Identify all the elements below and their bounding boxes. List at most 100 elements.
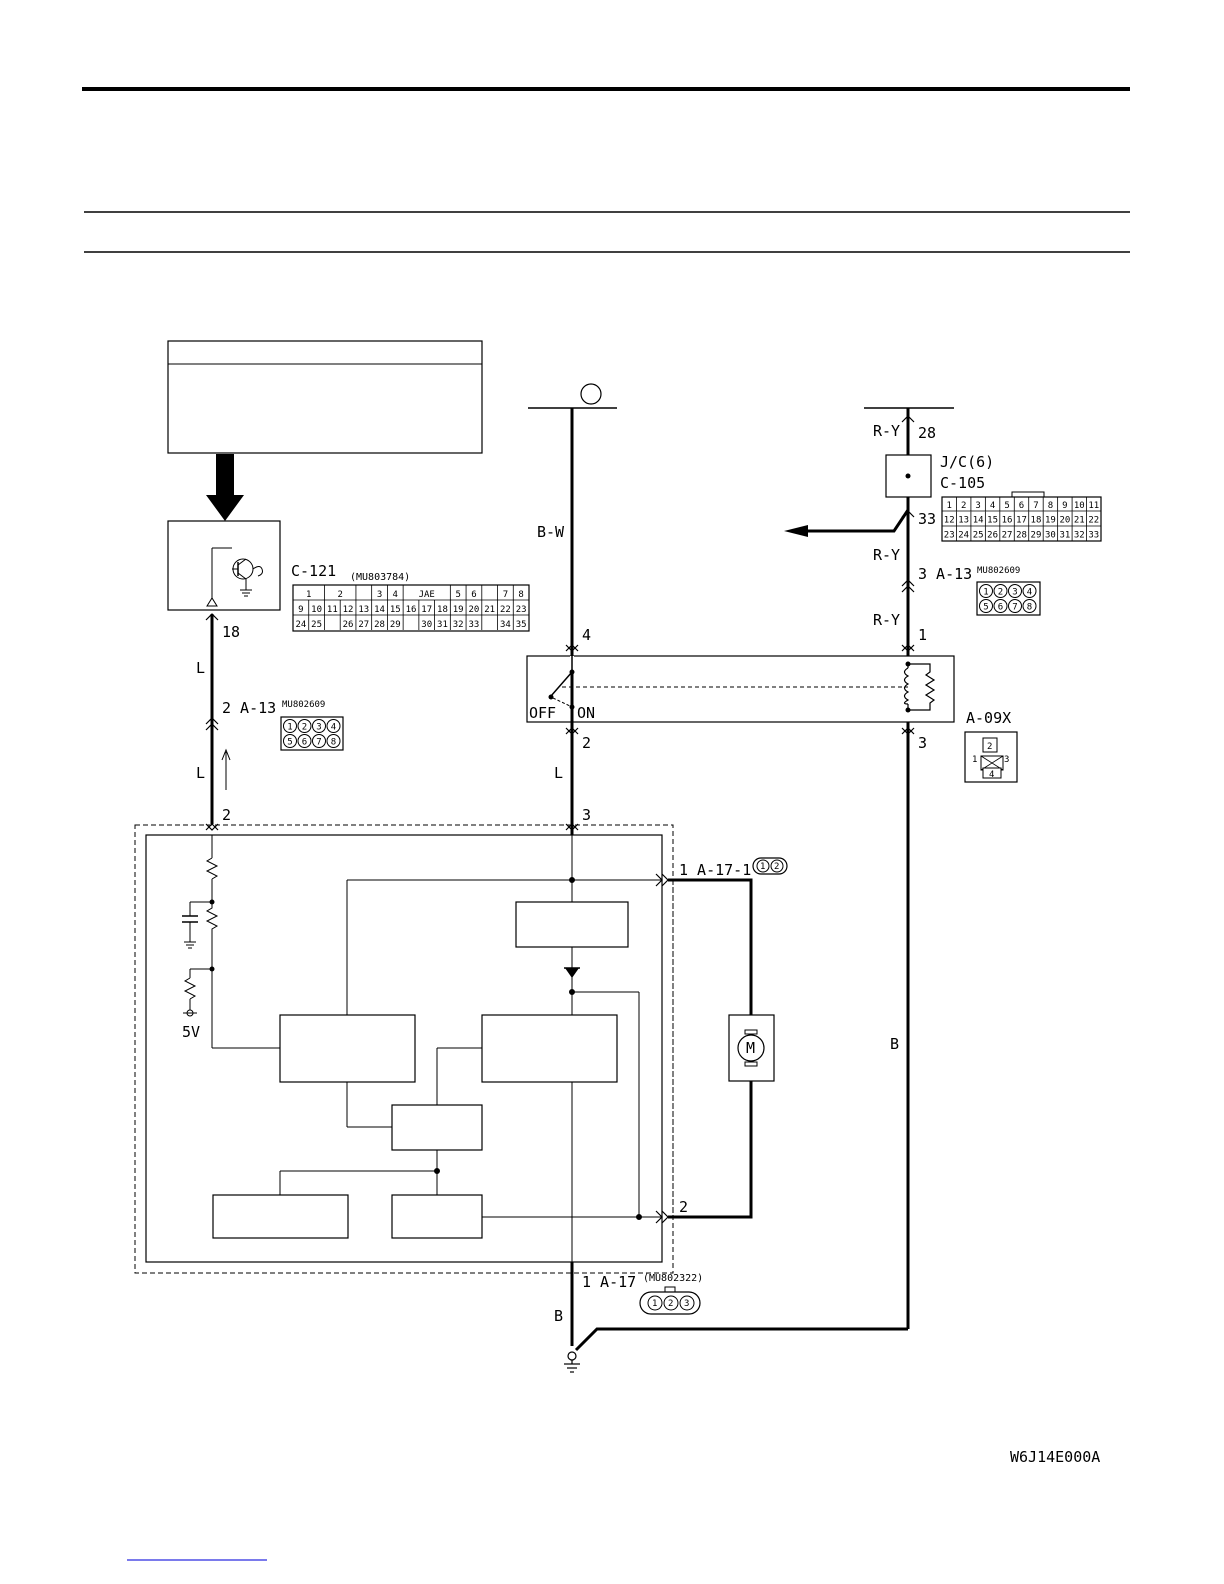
c105-pin: 29 [1031,530,1042,540]
wire-color-l-center: L [554,764,563,782]
svg-text:2: 2 [987,742,992,752]
connector-pin-label: 8 [1027,603,1032,613]
connector-pin [993,584,1008,598]
connector-pin-label: 1 [287,723,292,733]
signal-arrow-icon [206,454,244,521]
connector-pin-label: 1 [983,588,988,598]
wire-color-l-top: L [196,659,205,677]
jc-terminal-28: 28 [918,424,936,442]
c121-pin: 1 [306,590,311,600]
sensor-box [167,520,281,611]
c121-pin: 14 [374,605,385,615]
c121-pin: 12 [343,605,354,615]
motor-icon: M [728,1014,775,1082]
wire-color-b-center: B [554,1307,563,1325]
motor-terminal-2: 2 [679,1198,688,1216]
c105-pin: 32 [1074,530,1085,540]
connector-marks-left [205,613,219,831]
c121-pin: 31 [437,620,448,630]
connector-pin-label: 3 [1012,588,1017,598]
connector-a13-left: 2 A-13 [222,699,276,717]
c121-pin: 28 [374,620,385,630]
motor-connector-face: 1 2 [752,857,788,875]
c105-pin: 24 [958,530,969,540]
c121-pin: 19 [453,605,464,615]
connector-pin-label: 6 [302,738,307,748]
c105-pin: 17 [1016,516,1027,526]
c121-pin: 5 [455,590,460,600]
wire-color-ry-2: R-Y [873,546,900,564]
wire-color-ry-top: R-Y [873,422,900,440]
input-resistor-network [182,835,280,1049]
c105-pin: 11 [1088,501,1099,511]
c121-pin: 21 [484,605,495,615]
relay-coil-terminal-1: 1 [918,626,927,644]
connector-pin-label: 6 [998,603,1003,613]
current-direction-arrow-icon [221,748,231,790]
relay-a09x-label: A-09X [966,709,1011,727]
svg-text:1: 1 [652,1299,657,1309]
relay-box [526,653,955,724]
c121-pin: 8 [518,590,523,600]
ground-icon [564,1351,580,1373]
c121-pin: 33 [469,620,480,630]
c105-pin: 33 [1088,530,1099,540]
c105-pin: 13 [958,516,969,526]
svg-text:2: 2 [774,862,779,872]
c105-pin: 2 [961,501,966,511]
c105-pin: 21 [1074,516,1085,526]
c105-pin: 23 [944,530,955,540]
wire-color-ry-3: R-Y [873,611,900,629]
supply-5v-label: 5V [182,1023,200,1041]
c105-pin: 27 [1002,530,1013,540]
c121-pin: 7 [503,590,508,600]
c105-pin: 25 [973,530,984,540]
relay-terminal-2: 2 [582,734,591,752]
switch-off-label: OFF [529,704,556,722]
svg-text:4: 4 [989,770,994,780]
c121-pin: 35 [516,620,527,630]
c105-pin: 18 [1031,516,1042,526]
connector-pin [312,734,326,748]
connector-pin [1022,599,1037,613]
c105-pin: 1 [947,501,952,511]
connector-pin [312,719,326,733]
c121-pin: 29 [390,620,401,630]
c105-pin: 9 [1062,501,1067,511]
connector-pin-label: 2 [302,723,307,733]
wire-color-b-right: B [890,1035,899,1053]
connector-pin [1008,599,1022,613]
c105-pin: 5 [1004,501,1009,511]
wire-color-l-bottom: L [196,764,205,782]
c105-pin: 14 [973,516,984,526]
c121-pin: 26 [343,620,354,630]
svg-text:2: 2 [668,1299,673,1309]
c121-pin: 6 [471,590,476,600]
terminal-18: 18 [222,623,240,641]
connector-pin-label: 5 [983,603,988,613]
jc-branch-arrow-icon [784,509,910,537]
c121-pin: 22 [500,605,511,615]
c105-pin: 28 [1016,530,1027,540]
c121-connector-label: C-121 [291,562,336,580]
junction-block-jc6 [885,454,932,510]
c121-pin: 10 [311,605,322,615]
c121-pin: 32 [453,620,464,630]
ground-connector-a17: 1 A-17 [582,1273,636,1291]
a09x-connector-face: 2 1 3 4 [964,731,1018,783]
svg-text:3: 3 [1004,755,1009,765]
c121-pin: JAE [419,590,435,600]
a13-right-part-number: MU802609 [977,566,1020,576]
center-source-bar [528,383,617,409]
c105-pin: 31 [1059,530,1070,540]
connector-pin-label: 8 [331,738,336,748]
connector-pin-label: 7 [316,738,321,748]
c121-pin: 17 [421,605,432,615]
connector-pin-label: 5 [287,738,292,748]
c121-pin: 24 [295,620,306,630]
c121-part-number: (MU803784) [350,572,410,583]
c121-pin: 18 [437,605,448,615]
relay-coil-terminal-3: 3 [918,734,927,752]
